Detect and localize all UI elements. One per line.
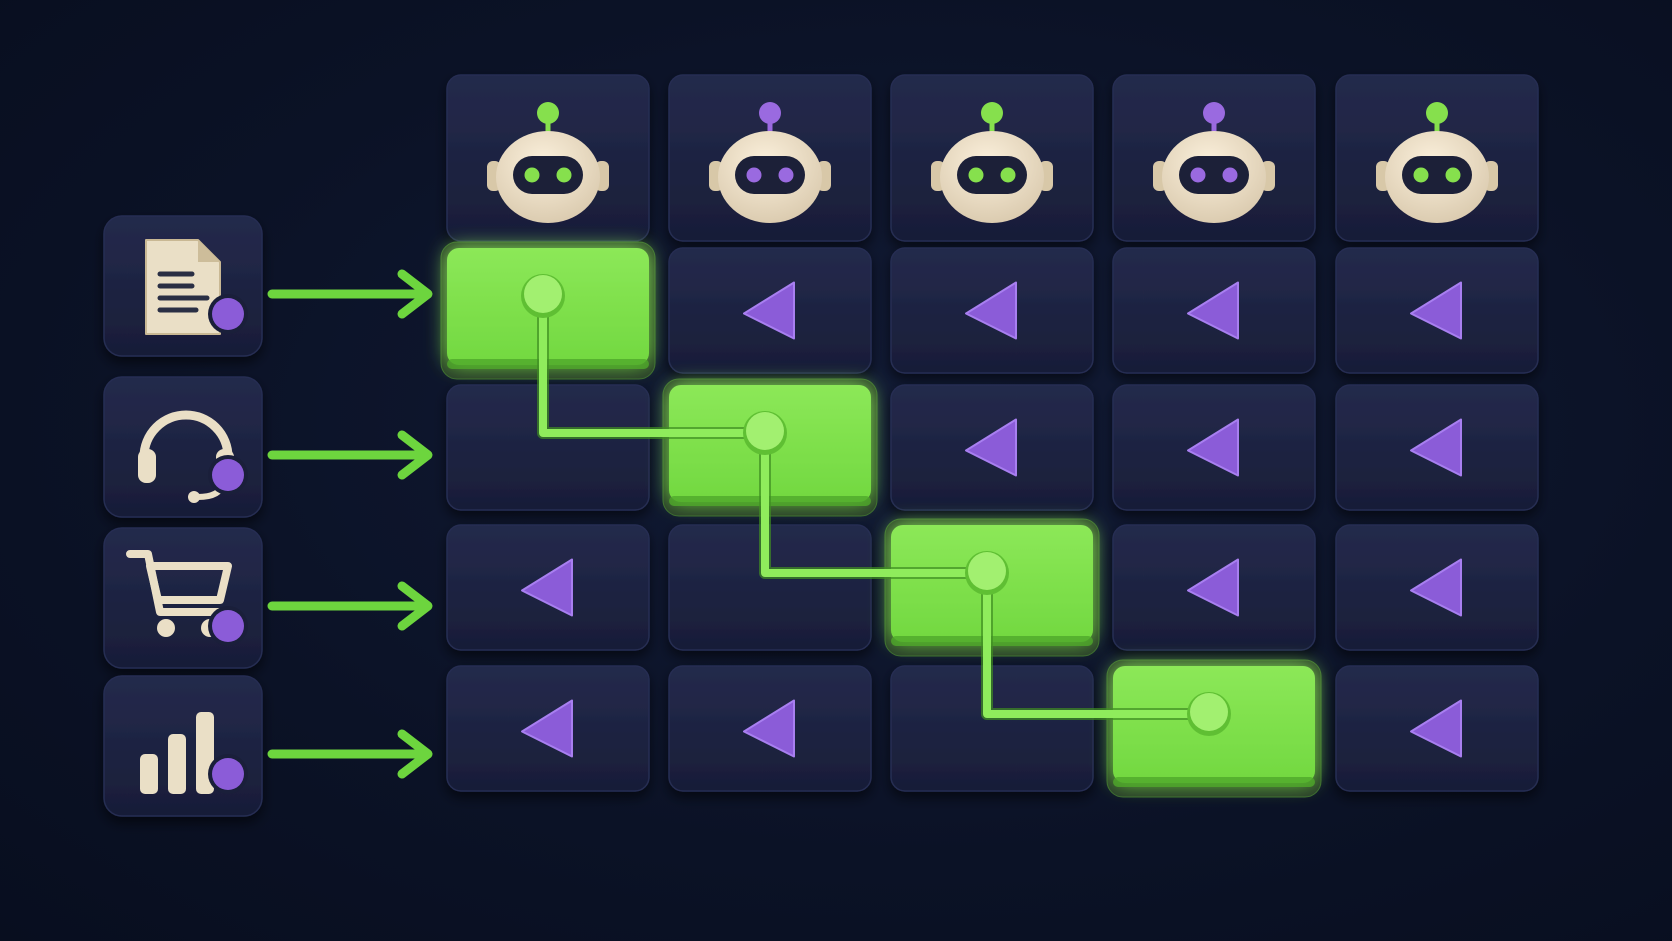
waiting-triangle-icon — [1187, 558, 1239, 617]
waiting-triangle-icon — [965, 418, 1017, 477]
grid-cell — [1335, 247, 1539, 374]
robot-icon — [487, 102, 609, 223]
agent-column-header — [1112, 74, 1316, 242]
waiting-triangle-icon — [1410, 418, 1462, 477]
assigned-cell-edge — [1113, 777, 1315, 787]
route-node-highlight — [968, 552, 1006, 590]
waiting-triangle-icon — [1187, 418, 1239, 477]
status-dot-icon — [212, 610, 244, 642]
robot-icon — [709, 102, 831, 223]
waiting-triangle-icon — [521, 558, 573, 617]
robot-eye — [1222, 167, 1238, 183]
grid-cell — [446, 665, 650, 792]
route-node-highlight — [746, 412, 784, 450]
robot-eye — [968, 167, 984, 183]
grid-cell — [1335, 384, 1539, 511]
task-arrow-icon — [267, 430, 433, 480]
task-tile — [103, 376, 263, 518]
robot-eye — [1445, 167, 1461, 183]
waiting-triangle-icon — [1410, 281, 1462, 340]
robot-eye — [556, 167, 572, 183]
agent-column-header — [1335, 74, 1539, 242]
task-tile-bg — [103, 376, 263, 518]
task-tile — [103, 675, 263, 817]
robot-icon — [931, 102, 1053, 223]
task-arrow-icon — [267, 729, 433, 779]
grid-cell — [1112, 247, 1316, 374]
waiting-triangle-icon — [1187, 281, 1239, 340]
robot-eye — [1413, 167, 1429, 183]
grid-cell — [446, 524, 650, 651]
status-dot-icon — [212, 459, 244, 491]
task-tile — [103, 527, 263, 669]
document-icon — [145, 239, 221, 335]
route-node-highlight — [524, 275, 562, 313]
waiting-triangle-icon — [1410, 558, 1462, 617]
task-arrow-icon — [267, 581, 433, 631]
task-arrow-icon — [267, 269, 433, 319]
robot-eye — [746, 167, 762, 183]
grid-cell — [1335, 524, 1539, 651]
waiting-triangle-icon — [965, 281, 1017, 340]
waiting-triangle-icon — [743, 281, 795, 340]
robot-eye — [1190, 167, 1206, 183]
robot-eye — [524, 167, 540, 183]
agent-column-header — [890, 74, 1094, 242]
agent-column-header — [446, 74, 650, 242]
task-tile — [103, 215, 263, 357]
robot-icon — [1376, 102, 1498, 223]
headset-icon — [138, 410, 234, 503]
grid-cell — [668, 247, 872, 374]
grid-cell — [890, 247, 1094, 374]
grid-cell — [1335, 665, 1539, 792]
status-dot-icon — [212, 758, 244, 790]
waiting-triangle-icon — [743, 699, 795, 758]
grid-cell — [1112, 384, 1316, 511]
agent-column-header — [668, 74, 872, 242]
route-path — [539, 292, 1213, 718]
robot-icon — [1153, 102, 1275, 223]
grid-cell — [668, 665, 872, 792]
robot-eye — [778, 167, 794, 183]
grid-cell — [1112, 524, 1316, 651]
route-node-highlight — [1190, 693, 1228, 731]
waiting-triangle-icon — [1410, 699, 1462, 758]
grid-cell — [890, 384, 1094, 511]
robot-eye — [1000, 167, 1016, 183]
status-dot-icon — [212, 298, 244, 330]
waiting-triangle-icon — [521, 699, 573, 758]
